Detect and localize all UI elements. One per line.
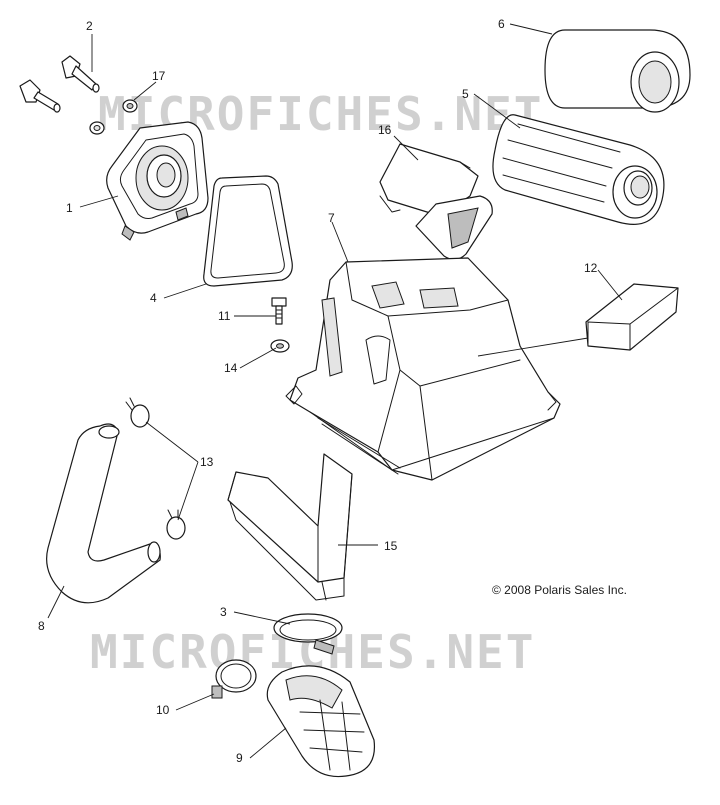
part-1-cover [106,121,209,241]
leader-lines [47,23,623,759]
callout-13: 13 [200,455,214,469]
callout-16: 16 [378,123,392,137]
callout-5: 5 [462,87,469,101]
part-16-duct [379,143,493,261]
part-14-washer [270,339,290,353]
callout-7: 7 [328,211,335,225]
part-8-hose [46,423,161,604]
callout-3: 3 [220,605,227,619]
callout-4: 4 [150,291,157,305]
callout-1: 1 [66,201,73,215]
callout-14: 14 [224,361,238,375]
part-3-clamp [273,613,343,655]
callout-15: 15 [384,539,398,553]
part-9-boot [266,665,376,778]
part-15-foam-chevron [227,453,353,601]
callout-8: 8 [38,619,45,633]
part-17-washers [89,99,138,135]
part-2-knob-bolts [19,55,100,113]
part-10-clamp [211,659,257,699]
callout-6: 6 [498,17,505,31]
callout-10: 10 [156,703,170,717]
part-12-foam [585,283,679,351]
part-4-gasket [203,175,293,287]
callout-11: 11 [218,309,231,323]
part-7-airbox [285,257,561,481]
callout-12: 12 [584,261,598,275]
callout-17: 17 [152,69,166,83]
part-6-filter-wrap [544,29,691,113]
copyright-notice: © 2008 Polaris Sales Inc. [492,583,627,597]
callout-labels: 1 2 3 4 5 6 7 8 9 10 11 12 13 14 15 16 1… [38,17,598,765]
part-5-air-filter [492,114,665,225]
part-11-bolt [271,297,287,325]
callout-9: 9 [236,751,243,765]
callout-2: 2 [86,19,93,33]
part-13-clamps [125,397,186,540]
